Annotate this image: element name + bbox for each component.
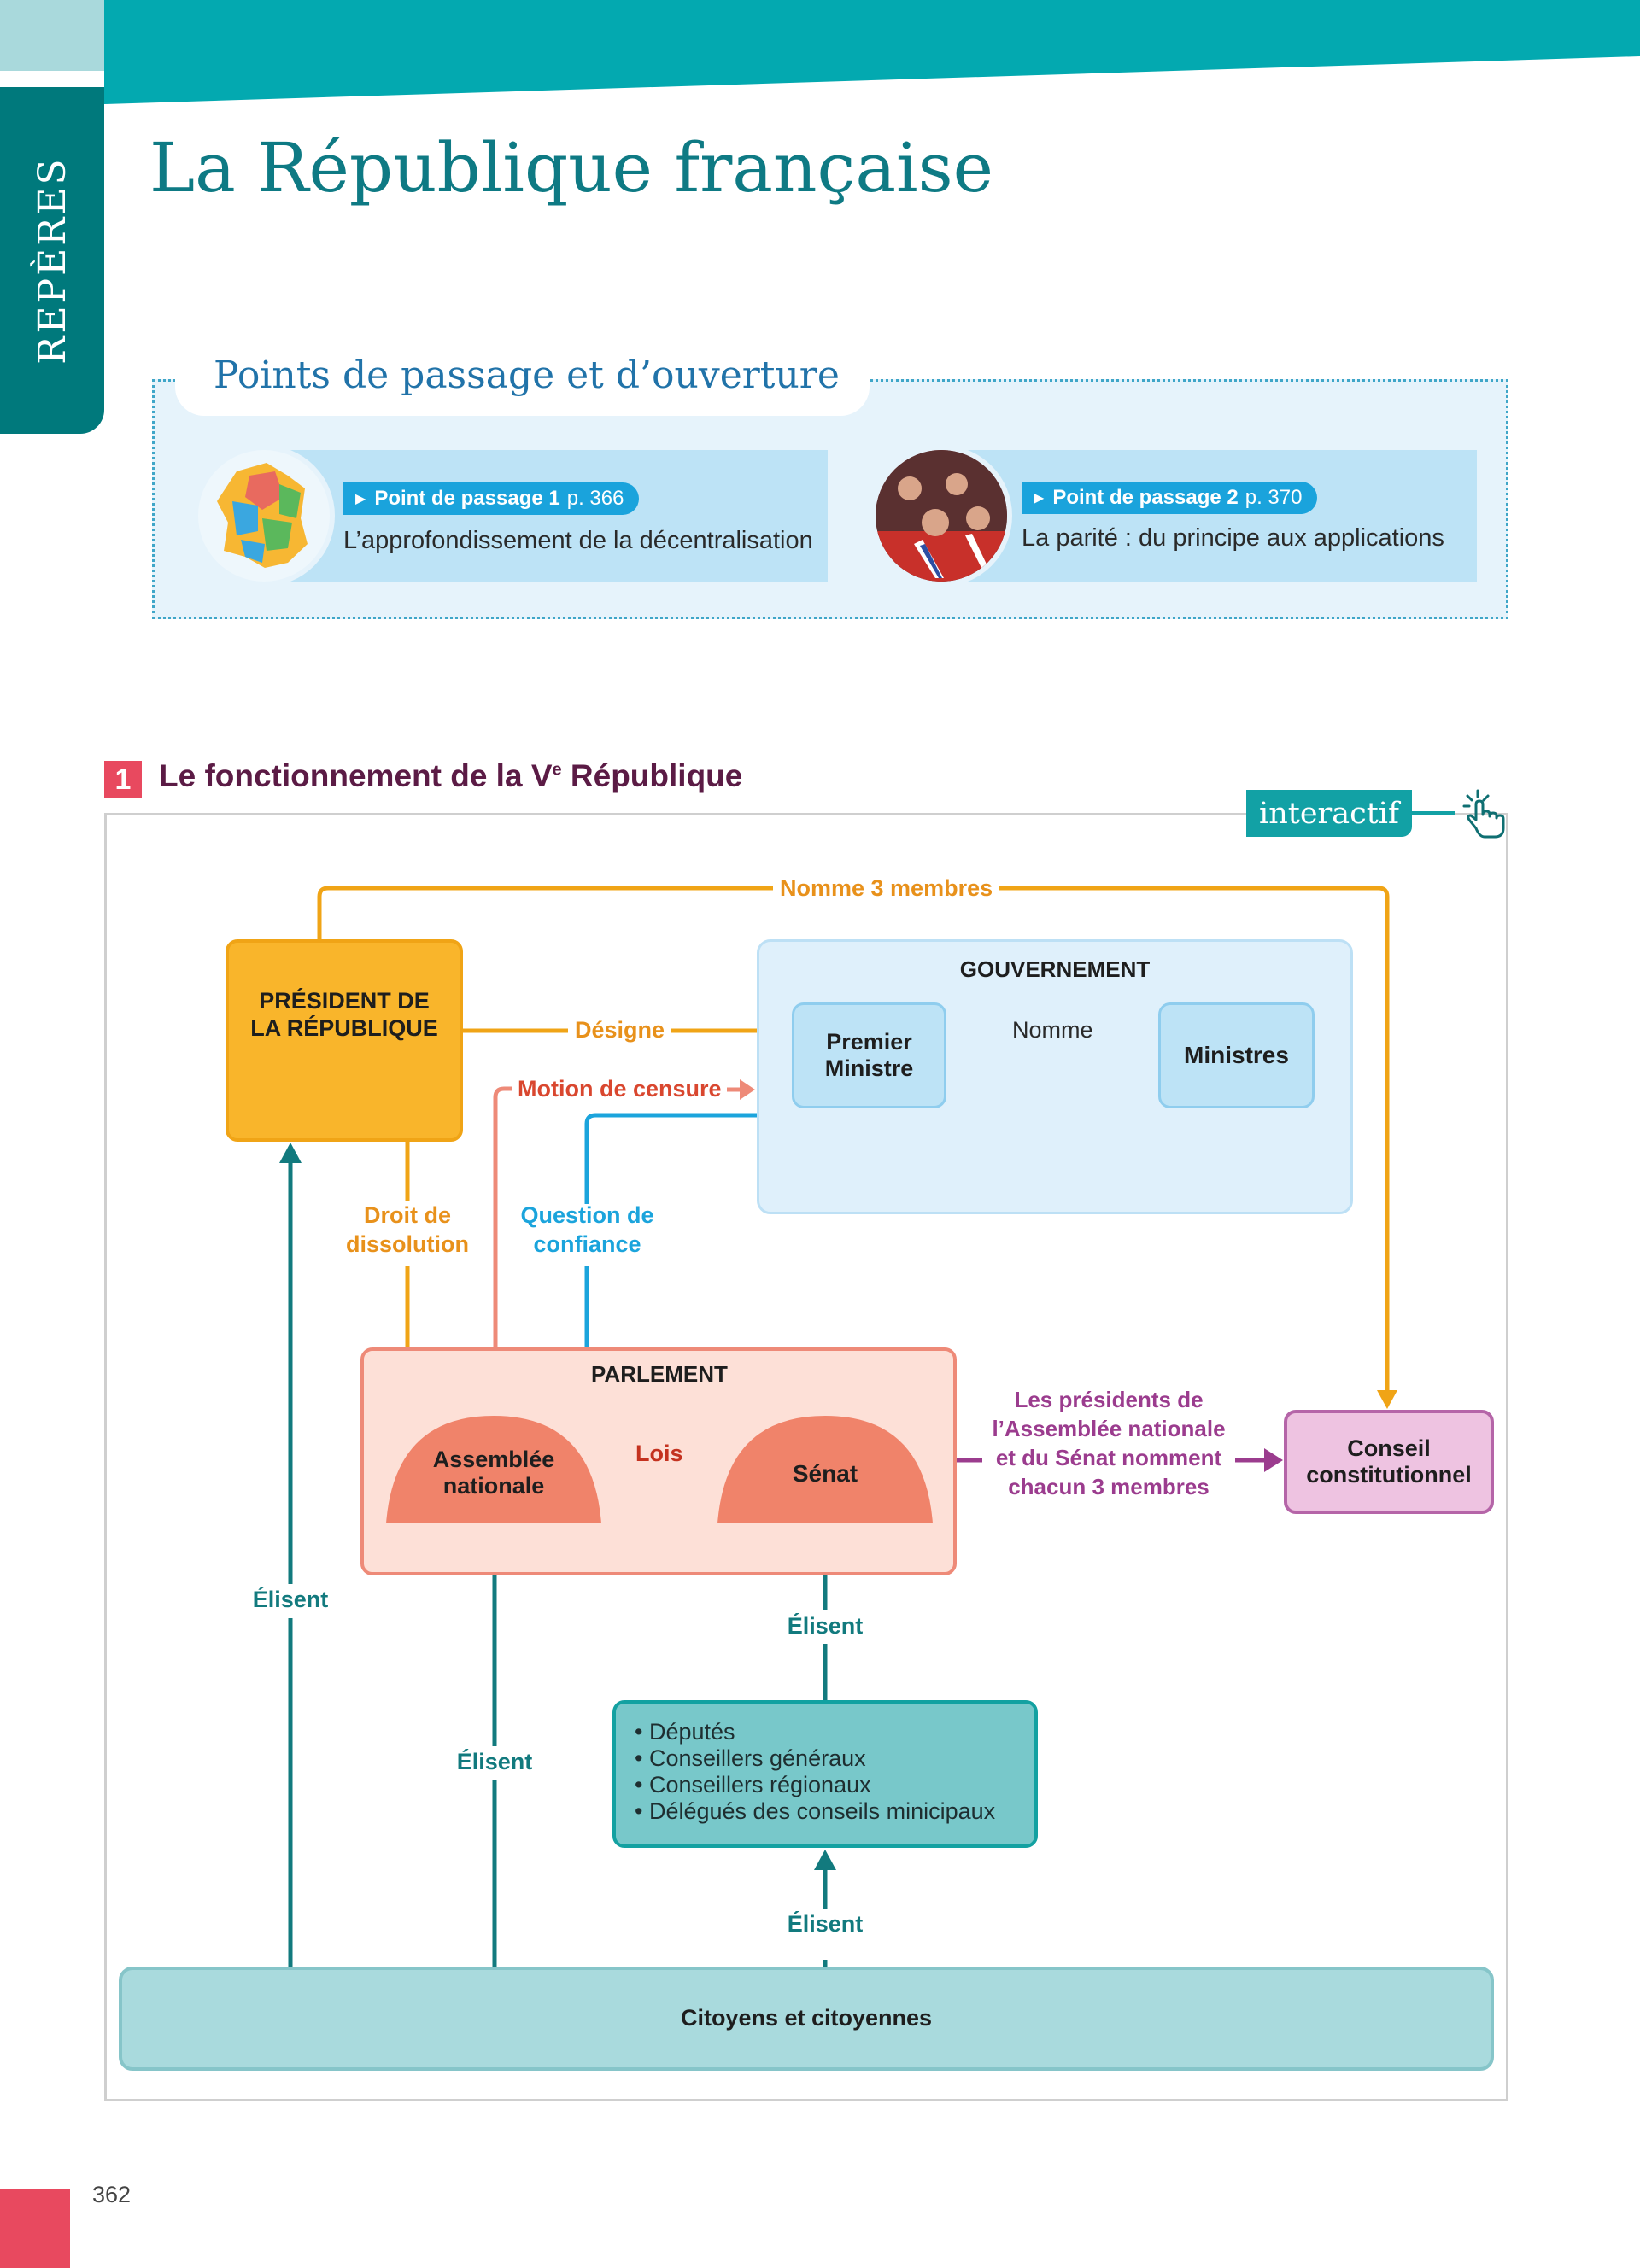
point-de-passage-card-2[interactable]: [935, 450, 1477, 582]
france-map-thumbnail: [198, 450, 330, 582]
premier-ministre-label: Premier Ministre: [824, 1028, 914, 1081]
senat-label: Sénat: [792, 1460, 858, 1487]
interactive-button[interactable]: interactif: [1246, 790, 1412, 837]
arrowhead: [279, 1143, 302, 1163]
citoyens-label: Citoyens et citoyennes: [680, 2005, 933, 2031]
point-de-passage-2-badge[interactable]: ▶ Point de passage 2 p. 370: [1022, 482, 1318, 514]
citoyens-node[interactable]: Citoyens et citoyennes: [119, 1967, 1494, 2071]
assemblee-dome[interactable]: [386, 1416, 601, 1523]
edge-question-confiance: [584, 1113, 757, 1204]
arrowhead: [814, 1850, 836, 1870]
premier-ministre-node[interactable]: Premier Ministre: [792, 1002, 946, 1108]
edge-label-nomme-3-membres: Nomme 3 membres: [773, 874, 1000, 903]
president-node[interactable]: PRÉSIDENT DE LA RÉPUBLIQUE: [226, 939, 463, 1142]
edge-label-droit-dissolution: Droit de dissolution: [346, 1202, 469, 1257]
list-item: • Conseillers généraux: [635, 1745, 866, 1771]
list-item: • Conseillers régionaux: [635, 1772, 871, 1797]
interactive-connector: [1412, 811, 1455, 815]
point-de-passage-1-badge[interactable]: ▶ Point de passage 1 p. 366: [343, 482, 640, 515]
edge-label-question-confiance: Question de confiance: [520, 1202, 654, 1257]
page-number-marker: [0, 2189, 70, 2268]
list-item: • Députés: [635, 1719, 735, 1745]
header-band-light: [0, 0, 104, 71]
chapter-side-tab: REPÈRES: [0, 87, 104, 434]
edge-motion-censure: [493, 1086, 512, 1418]
edge-label-elisent: Élisent: [787, 1613, 864, 1639]
electors-list: • Députés • Conseillers généraux • Conse…: [635, 1719, 1034, 1825]
edge-label-presidents-nomment: Les présidents de l’Assemblée nationale …: [982, 1385, 1235, 1501]
page-title: La République française: [149, 128, 994, 208]
points-de-passage-tab: [175, 346, 870, 416]
senat-dome[interactable]: [718, 1416, 933, 1523]
point-de-passage-card-1[interactable]: [256, 450, 828, 582]
arrowhead: [1377, 1390, 1397, 1409]
edge-label-motion-censure: Motion de censure: [512, 1075, 727, 1103]
edge-label-elisent: Élisent: [252, 1587, 329, 1612]
point-de-passage-1-subtitle: L’approfondissement de la décentralisati…: [343, 527, 813, 554]
page-reference: p. 370: [1245, 486, 1303, 509]
conseil-constitutionnel-node[interactable]: Conseil constitutionnel: [1284, 1410, 1494, 1514]
president-label: PRÉSIDENT DE LA RÉPUBLIQUE: [250, 988, 438, 1041]
page-number: 362: [92, 2182, 132, 2207]
assemblee-label: Assemblée nationale: [432, 1447, 555, 1499]
edge-label-designe: Désigne: [568, 1016, 672, 1044]
edge-label-elisent: Élisent: [456, 1749, 533, 1774]
arrowhead: [1264, 1448, 1283, 1472]
hand-pointer-icon[interactable]: [1459, 787, 1510, 840]
play-triangle-icon: ▶: [355, 492, 366, 506]
page-reference: p. 366: [566, 487, 624, 510]
parlement-label: PARLEMENT: [591, 1361, 728, 1387]
arrowhead: [740, 1079, 755, 1100]
badge-label: Point de passage 1: [374, 487, 560, 510]
points-de-passage-title: Points de passage et d’ouverture: [214, 354, 840, 397]
section-number-badge: 1: [104, 761, 142, 798]
header-band: [104, 0, 1640, 104]
play-triangle-icon: ▶: [1034, 491, 1045, 506]
badge-label: Point de passage 2: [1052, 486, 1239, 509]
ministres-node[interactable]: Ministres: [1158, 1002, 1315, 1108]
edge-label-lois: Lois: [636, 1441, 683, 1466]
ministres-label: Ministres: [1184, 1041, 1289, 1068]
gouvernement-label: GOUVERNEMENT: [959, 956, 1151, 982]
conseil-label: Conseil constitutionnel: [1306, 1435, 1472, 1488]
section-title: Le fonctionnement de la Ve République: [159, 758, 743, 793]
edge-label-elisent: Élisent: [787, 1911, 864, 1937]
grands-electeurs-node[interactable]: • Députés • Conseillers généraux • Conse…: [612, 1700, 1038, 1848]
point-de-passage-2-subtitle: La parité : du principe aux applications: [1022, 524, 1444, 552]
list-item: • Délégués des conseils minicipaux: [635, 1798, 996, 1824]
edge-label-nomme: Nomme: [1012, 1017, 1093, 1043]
